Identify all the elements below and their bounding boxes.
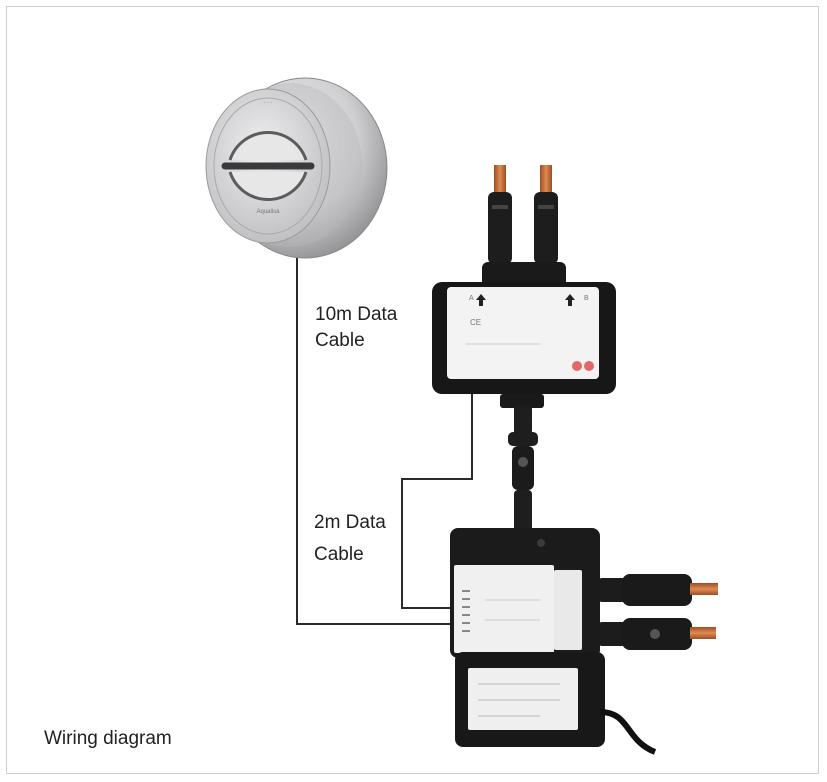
cable-10m-label-line1: 10m Data — [315, 304, 398, 325]
cable-2m-label: 2m Data Cable — [314, 510, 386, 568]
port-a-label: A — [469, 295, 474, 302]
svg-text:◦ ◦ ◦: ◦ ◦ ◦ — [264, 100, 272, 106]
figure-caption: Wiring diagram — [44, 728, 172, 749]
port-b-label: B — [584, 295, 589, 302]
cable-10m-label-line2: Cable — [315, 330, 365, 351]
dial-ring-icon — [221, 130, 315, 202]
cable-10m — [296, 258, 452, 625]
processor-box-top: A B CE — [432, 165, 616, 408]
warning-icon — [572, 361, 582, 371]
cable-connector — [508, 405, 538, 532]
cable-2m-label-line1: 2m Data — [314, 512, 386, 533]
control-brand: Aqualisa — [256, 209, 280, 215]
cable-2m — [401, 392, 473, 609]
cable-2m-label-line2: Cable — [314, 544, 364, 565]
arrow-up-icon — [476, 294, 486, 306]
processor-box-bottom — [450, 528, 718, 755]
ce-mark: CE — [470, 318, 481, 327]
diagram-frame — [6, 6, 819, 774]
arrow-up-icon — [565, 294, 575, 306]
warning-icon — [584, 361, 594, 371]
power-cable — [599, 709, 657, 755]
cable-10m-label: 10m Data Cable — [315, 302, 397, 354]
shower-controller: Aqualisa ◦ ◦ ◦ — [205, 77, 388, 259]
